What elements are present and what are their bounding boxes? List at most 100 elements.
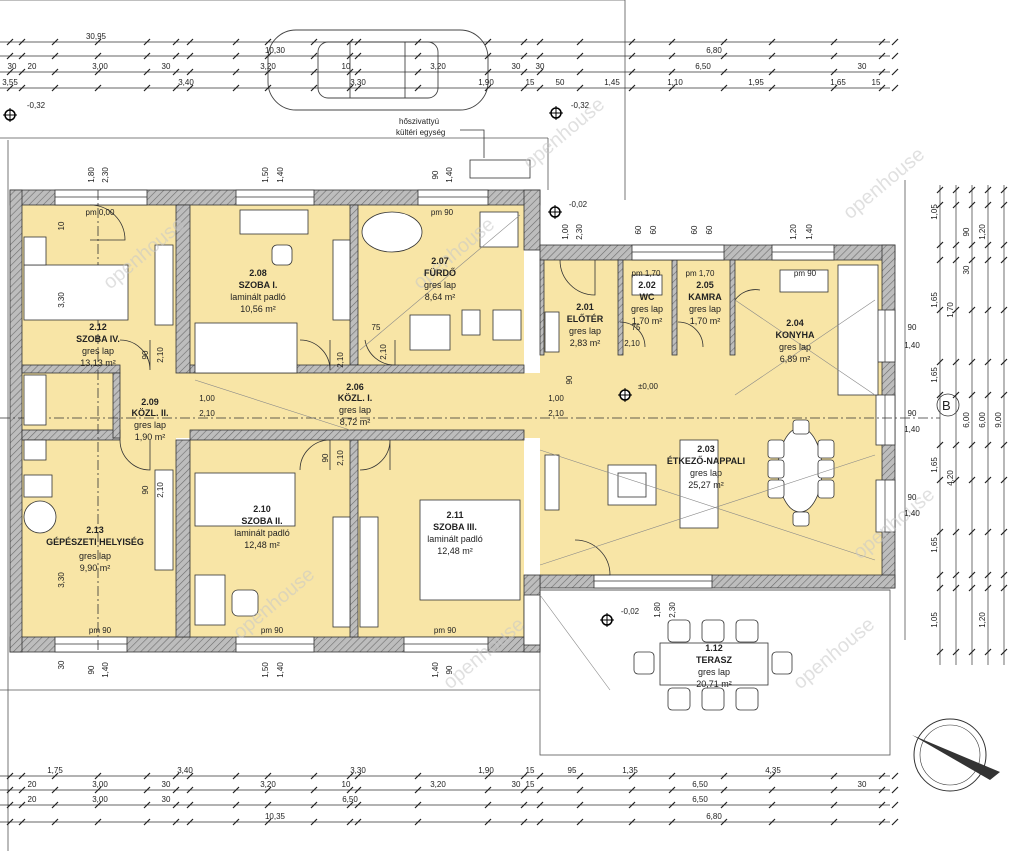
- svg-text:6,00: 6,00: [978, 412, 987, 428]
- svg-text:2,30: 2,30: [668, 602, 677, 618]
- dimension-tick: [264, 52, 272, 60]
- dimension-tick: [984, 186, 992, 194]
- dimension-tick: [768, 772, 776, 780]
- dimension-tick: [628, 801, 636, 809]
- dimension-tick: [18, 84, 26, 92]
- svg-text:6,89 m²: 6,89 m²: [780, 354, 811, 364]
- dimension-tick: [720, 52, 728, 60]
- right-dimension-texts: 1,05 1,65 1,65 1,65 1,65 1,05 1,70 4,20 …: [904, 204, 1003, 628]
- dimension-tick: [414, 818, 422, 826]
- dimension-tick: [51, 772, 59, 780]
- svg-text:ELŐTÉR: ELŐTÉR: [567, 313, 604, 324]
- svg-text:KÖZL. I.: KÖZL. I.: [338, 393, 373, 403]
- dimension-tick: [414, 84, 422, 92]
- svg-text:90: 90: [431, 170, 440, 179]
- dimension-tick: [6, 68, 14, 76]
- dimension-tick: [143, 786, 151, 794]
- dimension-tick: [936, 256, 944, 264]
- svg-text:ÉTKEZŐ-NAPPALI: ÉTKEZŐ-NAPPALI: [667, 455, 745, 466]
- dimension-tick: [984, 256, 992, 264]
- svg-text:30: 30: [858, 62, 867, 71]
- dimension-tick: [520, 818, 528, 826]
- svg-text:10: 10: [57, 221, 66, 230]
- svg-text:KAMRA: KAMRA: [688, 292, 722, 302]
- svg-text:2.06: 2.06: [346, 382, 364, 392]
- dimension-tick: [94, 772, 102, 780]
- room-212: 2.12 SZOBA IV. gres lap 13,13 m²: [76, 322, 120, 368]
- pm-212: pm 0,00: [86, 208, 115, 217]
- dimension-tick: [768, 68, 776, 76]
- svg-text:30: 30: [162, 795, 171, 804]
- svg-text:SZOBA I.: SZOBA I.: [239, 280, 278, 290]
- room-210: 2.10 SZOBA II. laminált padló 12,48 m²: [234, 504, 290, 550]
- dimension-tick: [952, 201, 960, 209]
- svg-text:30: 30: [162, 780, 171, 789]
- svg-text:15: 15: [526, 78, 535, 87]
- svg-text:90: 90: [87, 665, 96, 674]
- axis-b-label: B: [942, 398, 951, 413]
- dimension-tick: [354, 84, 362, 92]
- svg-text:1,40: 1,40: [276, 662, 285, 678]
- dimension-tick: [576, 786, 584, 794]
- dimension-tick: [984, 571, 992, 579]
- dimension-tick: [952, 186, 960, 194]
- dimension-tick: [878, 84, 886, 92]
- svg-text:2,10: 2,10: [336, 450, 345, 466]
- svg-text:1,50: 1,50: [261, 167, 270, 183]
- svg-text:1,40: 1,40: [101, 662, 110, 678]
- dimension-tick: [968, 186, 976, 194]
- dimension-tick: [830, 84, 838, 92]
- axis-b-marker: B: [936, 393, 960, 417]
- svg-text:1,40: 1,40: [904, 425, 920, 434]
- dimension-tick: [936, 528, 944, 536]
- svg-text:gres lap: gres lap: [689, 304, 721, 314]
- svg-text:10: 10: [342, 62, 351, 71]
- svg-text:90: 90: [321, 453, 330, 462]
- svg-text:30: 30: [57, 660, 66, 669]
- dimension-tick: [968, 306, 976, 314]
- dimension-tick: [720, 38, 728, 46]
- dimension-tick: [172, 772, 180, 780]
- svg-text:90: 90: [141, 350, 150, 359]
- dimension-tick: [576, 84, 584, 92]
- dimension-tick: [891, 772, 899, 780]
- dimension-tick: [936, 571, 944, 579]
- dimension-tick: [952, 306, 960, 314]
- dimension-tick: [952, 391, 960, 399]
- dimension-tick: [186, 786, 194, 794]
- dimension-tick: [952, 571, 960, 579]
- svg-text:1,35: 1,35: [622, 766, 638, 775]
- dimension-lines: [0, 41, 1005, 823]
- svg-text:2.11: 2.11: [446, 510, 463, 520]
- svg-text:60: 60: [705, 225, 714, 234]
- svg-text:1,45: 1,45: [604, 78, 620, 87]
- dimension-tick: [936, 648, 944, 656]
- dimension-tick: [830, 68, 838, 76]
- dimension-tick: [232, 68, 240, 76]
- svg-text:15: 15: [526, 780, 535, 789]
- dimension-tick: [536, 801, 544, 809]
- dimension-tick: [984, 241, 992, 249]
- dimension-tick: [484, 38, 492, 46]
- dimension-tick: [668, 818, 676, 826]
- dimension-tick: [6, 772, 14, 780]
- dimension-tick: [878, 38, 886, 46]
- svg-text:1,65: 1,65: [830, 78, 846, 87]
- svg-text:3,40: 3,40: [177, 766, 193, 775]
- svg-text:60: 60: [690, 225, 699, 234]
- svg-text:laminált padló: laminált padló: [234, 528, 290, 538]
- svg-text:30: 30: [858, 780, 867, 789]
- dimension-tick: [520, 84, 528, 92]
- dimension-tick: [18, 801, 26, 809]
- dimension-tick: [1000, 186, 1008, 194]
- pm-213: pm 90: [89, 626, 112, 635]
- svg-text:1,65: 1,65: [930, 537, 939, 553]
- dimension-tick: [936, 306, 944, 314]
- dimension-tick: [936, 391, 944, 399]
- svg-text:1,90: 1,90: [478, 766, 494, 775]
- svg-text:75: 75: [372, 323, 381, 332]
- dimension-tick: [952, 241, 960, 249]
- dimension-tick: [94, 801, 102, 809]
- dimension-tick: [536, 68, 544, 76]
